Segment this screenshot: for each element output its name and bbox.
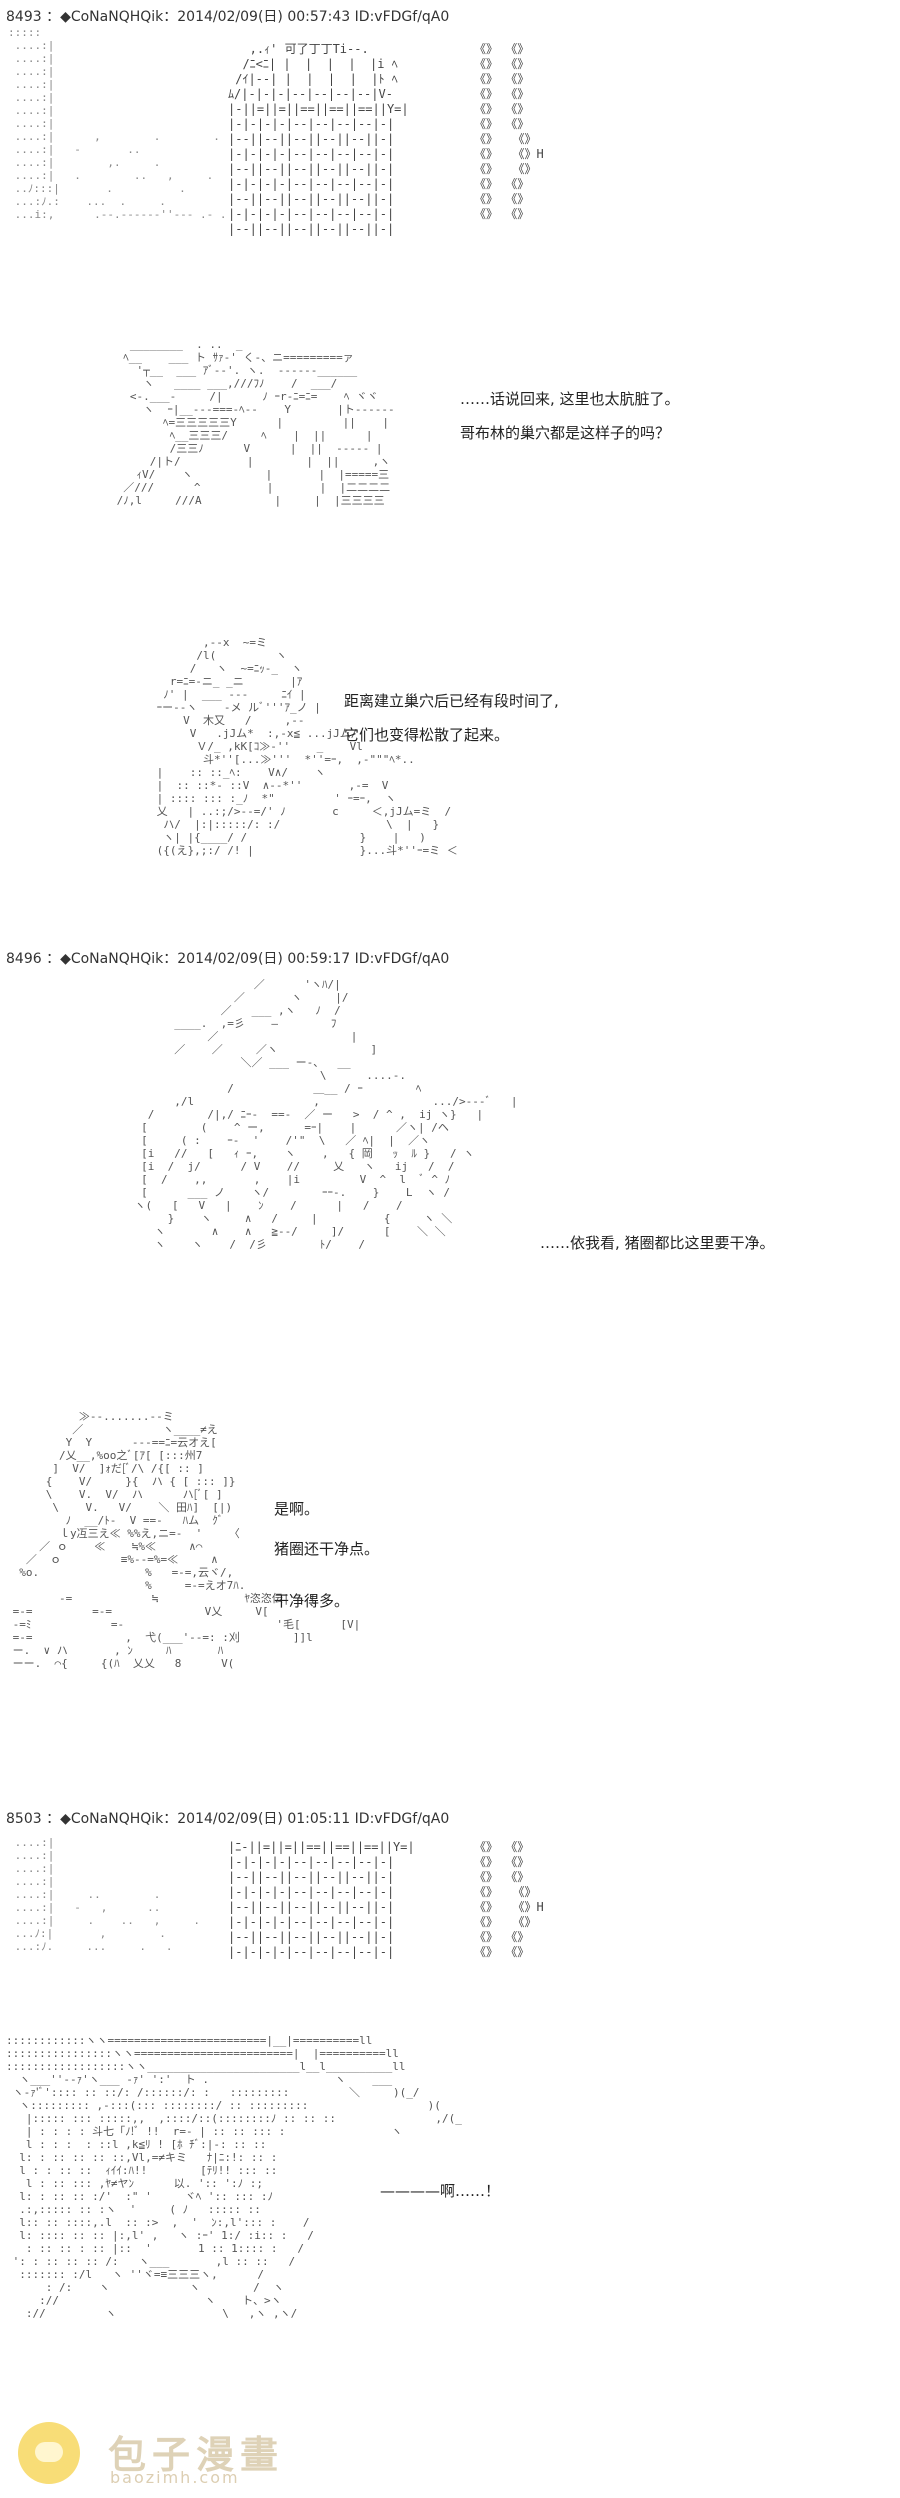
post-header-8496: 8496 ：◆CoNaNQHQik：2014/02/09(日) 00:59:17… xyxy=(6,951,450,967)
speech-line-7: 猪圈还干净点。 xyxy=(274,1540,380,1558)
speech-line-9: ————啊……！ xyxy=(380,2182,501,2200)
ascii-art-left-dots-2: ....:| ....:| ....:| ....:| ....:| .. . … xyxy=(14,1836,201,1953)
speech-line-6: 是啊。 xyxy=(274,1500,320,1518)
ascii-art-goblin-2: ,--x ~=ミ /l( ヽ / ヽ ~=ﾆｯ-_ ヽ r=ﾆ=-ニ_ _ニ |… xyxy=(156,636,458,857)
speech-line-5: ……依我看, 猪圈都比这里要干净。 xyxy=(540,1234,775,1252)
ascii-art-grid-building-2: |ﾆ-||=||=||==||==||==||Y=| |-|-|-|-|--|-… xyxy=(228,1840,415,1959)
ascii-art-character-3: ／ 'ヽﾊ/| ／ ヽ |/ ／ ___ ,ヽ ﾉ / ____. ,=彡 ― … xyxy=(134,978,518,1251)
speech-line-8: 干净得多。 xyxy=(274,1592,350,1610)
ascii-art-left-dots-1: ::::: ....:| ....:| ....:| ....:| ....:|… xyxy=(8,26,227,221)
ascii-art-goblin-1: ________ . .. _ ﾍ__ ___ ト ｻｧ-' く-、ニ=====… xyxy=(116,338,395,507)
watermark-title: 包子漫畫 xyxy=(108,2433,285,2477)
speech-line-3: 距离建立巢穴后已经有段时间了, xyxy=(344,692,559,710)
watermark-url: baozimh.com xyxy=(110,2468,240,2487)
ascii-art-chain-column-1: 《》 《》 《》 《》 《》 《》 《》 《》 《》 《》 《》 《》 《》 《… xyxy=(474,42,544,221)
watermark: 包子漫畫 baozimh.com xyxy=(18,2418,398,2488)
ascii-art-character-5: ::::::::::::ヽヽ========================|_… xyxy=(6,2034,462,2320)
ascii-art-chain-column-2: 《》 《》 《》 《》 《》 《》 《》 《》 《》 《》H 《》 《》 《》 … xyxy=(474,1840,544,1959)
speech-line-2: 哥布林的巢穴都是这样子的吗？ xyxy=(460,424,671,442)
ascii-art-grid-building-1: ,.ｨ' 可了丁丁Ti--. /ﾆ<ﾆ| | | | | |i ﾍ /ｲ|--|… xyxy=(228,42,409,236)
post-header-8493: 8493 ：◆CoNaNQHQik：2014/02/09(日) 00:57:43… xyxy=(6,9,450,25)
speech-line-1: ……话说回来, 这里也太肮脏了。 xyxy=(460,390,680,408)
bun-logo-icon xyxy=(18,2422,80,2484)
ascii-art-character-4: ≫--.......--ミ ／ ヽ____≠え Y Y ---==ﾆ=云オえ[ … xyxy=(12,1410,361,1670)
post-header-8503: 8503 ：◆CoNaNQHQik：2014/02/09(日) 01:05:11… xyxy=(6,1811,450,1827)
speech-line-4: 它们也变得松散了起来。 xyxy=(344,726,510,744)
